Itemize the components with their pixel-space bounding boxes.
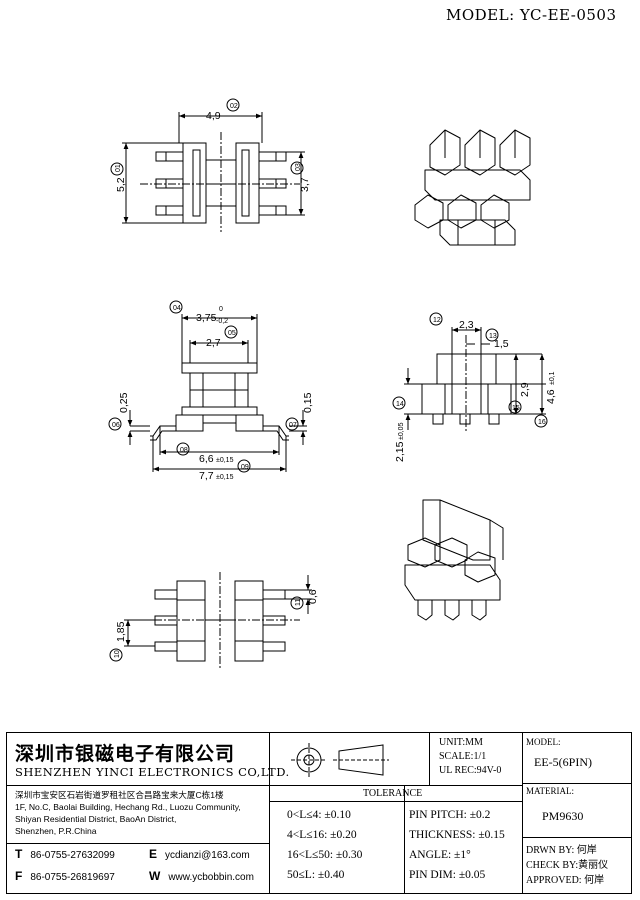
model-label: MODEL: bbox=[526, 737, 561, 747]
scale: SCALE:1/1 bbox=[439, 751, 487, 762]
model-value: EE-5(6PIN) bbox=[534, 755, 592, 769]
callout-01: 01 bbox=[115, 164, 122, 172]
dim-4-6: 4,6 bbox=[545, 389, 557, 404]
dim-5-2: 5,2 bbox=[115, 177, 127, 192]
callout-11: 11 bbox=[295, 599, 302, 606]
technical-drawing: 4,9 02 5,2 01 3,7 03 3,75 0 -0,2 04 2,7 … bbox=[108, 98, 557, 668]
tol-3-75-lower: -0,2 bbox=[216, 318, 228, 325]
callout-16: 16 bbox=[538, 419, 546, 426]
callout-09: 09 bbox=[241, 464, 249, 471]
company-name-en: SHENZHEN YINCI ELECTRONICS CO,LTD. bbox=[15, 765, 290, 779]
dim-3-7: 3,7 bbox=[299, 177, 311, 192]
dim-3-75: 3,75 bbox=[196, 312, 217, 324]
address-en-line1: 1F, No.C, Baolai Building, Hechang Rd., … bbox=[15, 802, 241, 812]
model-title: MODEL: YC-EE-0503 bbox=[446, 6, 617, 24]
company-name-cn: 深圳市银磁电子有限公司 bbox=[15, 743, 236, 765]
isometric-view-top bbox=[414, 129, 531, 246]
dim-4-9: 4,9 bbox=[206, 110, 221, 122]
dim-7-7: 7,7 bbox=[199, 470, 214, 482]
callout-12: 12 bbox=[433, 317, 441, 324]
tol-4-6: ±0,1 bbox=[549, 371, 556, 385]
top-view bbox=[110, 98, 305, 232]
address-en-line2: Shiyan Residential District, BaoAn Distr… bbox=[15, 814, 177, 824]
tol-7-7: ±0,15 bbox=[216, 474, 234, 481]
tol-6-6: ±0,15 bbox=[216, 457, 234, 464]
front-view bbox=[108, 300, 307, 473]
dim-6-6: 6,6 bbox=[199, 453, 214, 465]
projection-symbol-icon bbox=[291, 743, 389, 777]
dim-2-7: 2,7 bbox=[206, 337, 221, 349]
callout-04: 04 bbox=[173, 305, 181, 312]
bottom-view bbox=[109, 572, 312, 668]
callout-07: 07 bbox=[289, 422, 297, 429]
tolerance-thickness: THICKNESS: ±0.15 bbox=[409, 829, 505, 841]
callout-05: 05 bbox=[228, 330, 236, 337]
approved-by: APPROVED: 何岸 bbox=[526, 875, 605, 886]
callout-14: 14 bbox=[396, 401, 404, 408]
callout-08: 08 bbox=[180, 447, 188, 454]
dim-0-15: 0,15 bbox=[302, 392, 314, 413]
dim-1-85: 1,85 bbox=[115, 621, 127, 642]
dim-2-3: 2,3 bbox=[459, 319, 474, 331]
tolerance-pin-dim: PIN DIM: ±0.05 bbox=[409, 869, 486, 881]
dim-2-15: 2,15 bbox=[394, 441, 406, 462]
tolerance-row-3: 16<L≤50: ±0.30 bbox=[287, 849, 363, 861]
tolerance-angle: ANGLE: ±1° bbox=[409, 849, 471, 861]
address-en-line3: Shenzhen, P.R.China bbox=[15, 826, 97, 836]
ul-rec: UL REC:94V-0 bbox=[439, 765, 502, 776]
dim-2-9: 2,9 bbox=[519, 382, 531, 397]
material-value: PM9630 bbox=[542, 809, 584, 823]
unit: UNIT:MM bbox=[439, 737, 483, 748]
tolerance-pin-pitch: PIN PITCH: ±0.2 bbox=[409, 809, 491, 821]
callout-13: 13 bbox=[489, 333, 497, 340]
tolerance-row-2: 4<L≤16: ±0.20 bbox=[287, 829, 357, 841]
callout-10: 10 bbox=[114, 650, 121, 658]
callout-15: 15 bbox=[512, 405, 520, 412]
dim-0-6: 0,6 bbox=[307, 589, 319, 604]
tolerance-row-4: 50≤L: ±0.40 bbox=[287, 869, 345, 881]
tolerance-title: TOLERANCE bbox=[363, 788, 423, 799]
address-cn: 深圳市宝安区石岩街道罗租社区合昌路宝来大厦C栋1楼 bbox=[15, 790, 224, 800]
tol-3-75-upper: 0 bbox=[219, 306, 223, 313]
callout-06: 06 bbox=[112, 422, 120, 429]
material-label: MATERIAL: bbox=[526, 786, 574, 796]
drawn-by: DRWN BY: 何岸 bbox=[526, 845, 597, 856]
title-block: 深圳市银磁电子有限公司 SHENZHEN YINCI ELECTRONICS C… bbox=[6, 732, 632, 894]
callout-02: 02 bbox=[230, 103, 238, 110]
tolerance-row-1: 0<L≤4: ±0.10 bbox=[287, 809, 351, 821]
dim-0-25: 0,25 bbox=[118, 392, 130, 413]
tol-2-15: ±0,05 bbox=[398, 422, 405, 440]
side-view bbox=[392, 312, 548, 432]
dim-1-5: 1,5 bbox=[494, 338, 509, 350]
callout-03: 03 bbox=[295, 163, 302, 171]
checked-by: CHECK BY:黄丽仪 bbox=[526, 860, 609, 871]
isometric-view-bottom bbox=[404, 499, 504, 621]
